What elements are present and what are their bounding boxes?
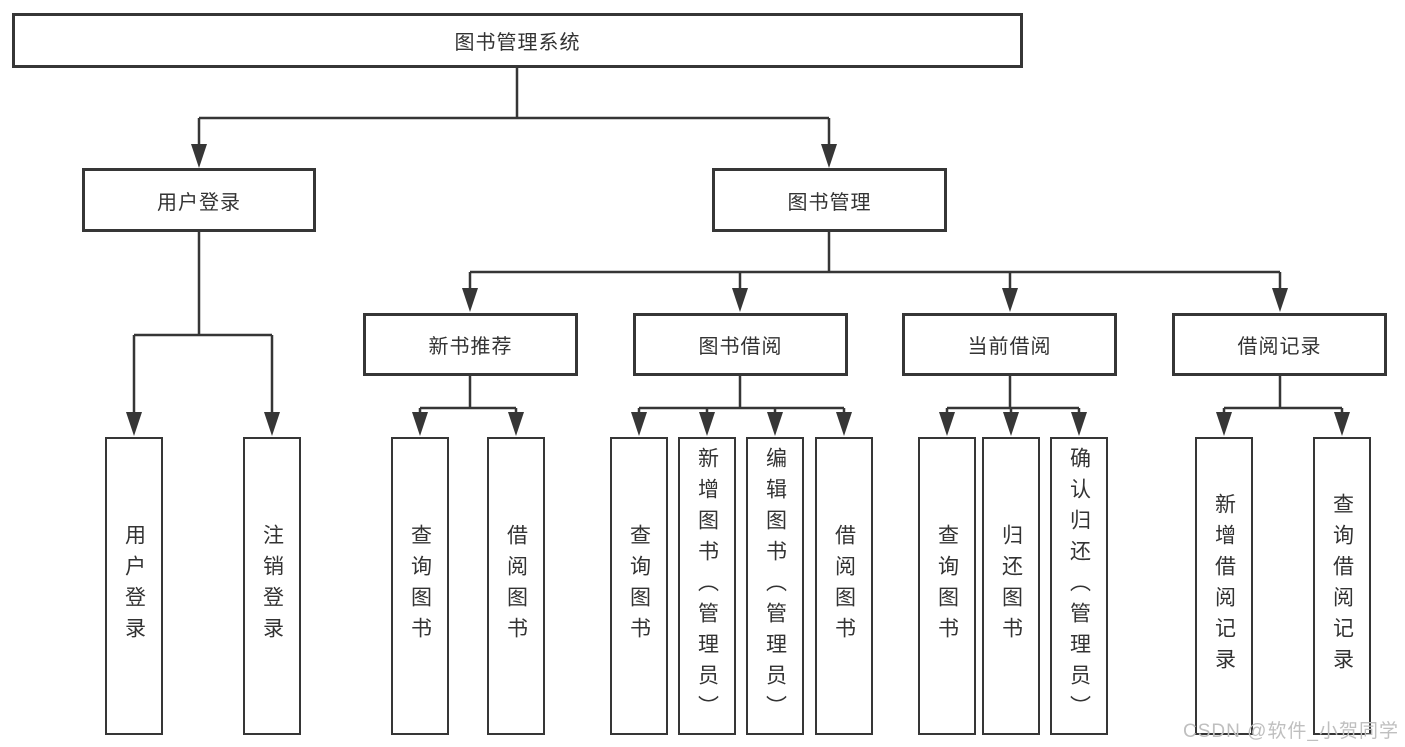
node-book-borrow-label: 图书借阅 <box>698 336 783 358</box>
leaf-add-borrow-record: 新增借阅记录 <box>1195 437 1253 735</box>
leaf-borrow-books: 借阅图书 <box>815 437 873 735</box>
leaf-confirm-return-admin-label: 确认归还（管理员） <box>1067 446 1091 726</box>
edge-borrow-records-children <box>1222 376 1344 418</box>
leaf-query-books-recommend: 查询图书 <box>391 437 449 735</box>
edge-book-management-children <box>468 232 1282 295</box>
leaf-add-books-admin: 新增图书（管理员） <box>678 437 736 735</box>
node-root-label: 图书管理系统 <box>454 32 581 54</box>
leaf-confirm-return-admin: 确认归还（管理员） <box>1050 437 1108 735</box>
leaf-query-books-borrow-label: 查询图书 <box>627 524 651 648</box>
leaf-edit-books-admin-label: 编辑图书（管理员） <box>763 446 787 726</box>
csdn-watermark: CSDN @软件_小贺同学 <box>1183 721 1399 742</box>
node-borrow-records: 借阅记录 <box>1172 313 1387 376</box>
node-borrow-records-label: 借阅记录 <box>1237 336 1322 358</box>
node-user-login-label: 用户登录 <box>157 191 241 214</box>
leaf-query-borrow-record: 查询借阅记录 <box>1313 437 1371 735</box>
node-book-borrow: 图书借阅 <box>633 313 848 376</box>
node-root: 图书管理系统 <box>12 13 1023 68</box>
leaf-query-books-current-label: 查询图书 <box>935 524 959 648</box>
leaf-borrow-books-recommend-label: 借阅图书 <box>504 524 528 648</box>
node-new-book-recommend: 新书推荐 <box>363 313 578 376</box>
leaf-add-books-admin-label: 新增图书（管理员） <box>695 446 719 726</box>
arrowheads-leaves <box>412 412 1350 436</box>
arrowheads-level2 <box>191 144 837 168</box>
leaf-query-borrow-record-label: 查询借阅记录 <box>1330 493 1354 679</box>
edge-current-borrow-children <box>945 376 1081 418</box>
leaf-return-books-label: 归还图书 <box>999 524 1023 648</box>
edge-user-login-children <box>132 232 274 418</box>
edge-new-book-children <box>418 376 518 418</box>
arrowheads-level3 <box>462 288 1288 312</box>
arrowheads-user-login <box>126 412 280 436</box>
leaf-user-login-label: 用户登录 <box>122 524 146 648</box>
leaf-return-books: 归还图书 <box>982 437 1040 735</box>
node-current-borrow: 当前借阅 <box>902 313 1117 376</box>
leaf-borrow-books-label: 借阅图书 <box>832 524 856 648</box>
node-user-login: 用户登录 <box>82 168 316 232</box>
leaf-query-books-recommend-label: 查询图书 <box>408 524 432 648</box>
leaf-query-books-borrow: 查询图书 <box>610 437 668 735</box>
edge-root-to-level2 <box>197 68 831 150</box>
leaf-borrow-books-recommend: 借阅图书 <box>487 437 545 735</box>
edge-book-borrow-children <box>637 376 846 418</box>
node-new-book-recommend-label: 新书推荐 <box>428 336 513 358</box>
leaf-user-login: 用户登录 <box>105 437 163 735</box>
leaf-query-books-current: 查询图书 <box>918 437 976 735</box>
node-book-management: 图书管理 <box>712 168 947 232</box>
leaf-logout-label: 注销登录 <box>260 524 284 648</box>
leaf-logout: 注销登录 <box>243 437 301 735</box>
leaf-add-borrow-record-label: 新增借阅记录 <box>1212 493 1236 679</box>
leaf-edit-books-admin: 编辑图书（管理员） <box>746 437 804 735</box>
node-book-management-label: 图书管理 <box>787 191 872 214</box>
node-current-borrow-label: 当前借阅 <box>967 336 1052 358</box>
